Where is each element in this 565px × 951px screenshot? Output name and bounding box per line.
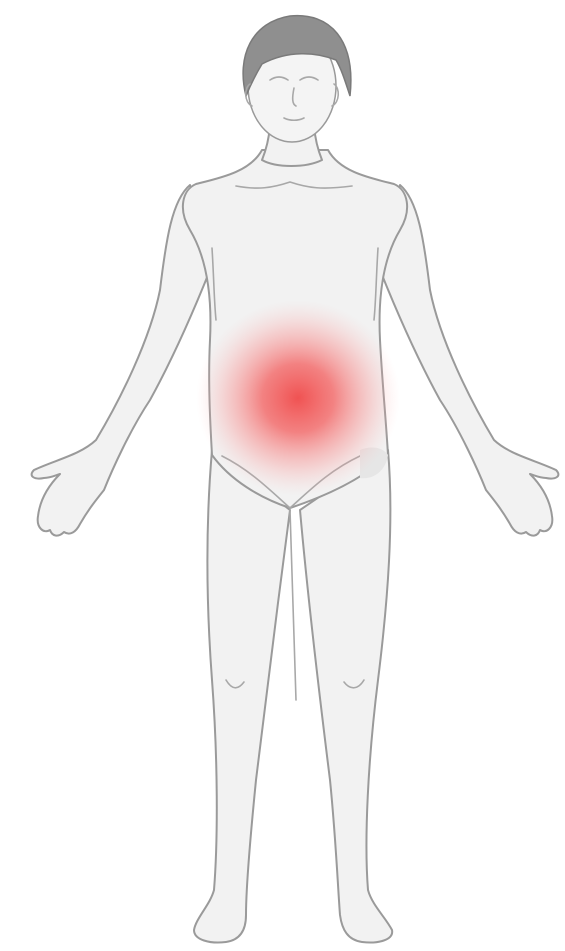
pain-highlight bbox=[196, 300, 400, 496]
right-arm bbox=[380, 185, 558, 536]
leg-gap-line bbox=[290, 510, 296, 700]
left-arm bbox=[32, 185, 210, 536]
right-leg bbox=[300, 450, 392, 943]
left-leg bbox=[194, 450, 290, 943]
